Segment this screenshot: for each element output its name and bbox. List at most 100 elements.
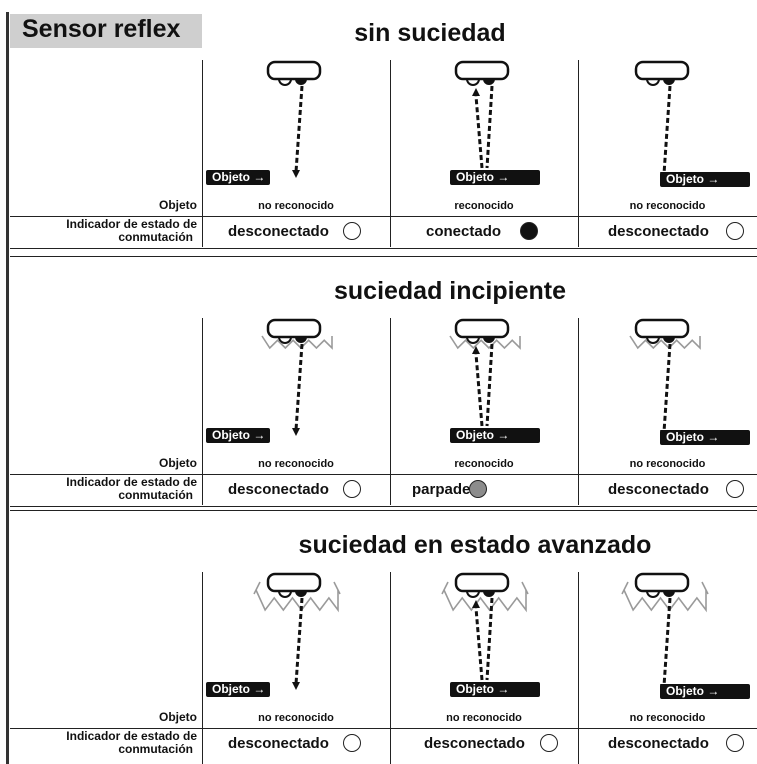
section-title: sin suciedad [354, 19, 506, 47]
column-divider [202, 572, 203, 764]
object-tag: Objeto → [450, 428, 540, 443]
receiver-lens [483, 79, 495, 85]
left-rule [6, 12, 9, 764]
receiver-lens [295, 79, 307, 85]
object-tag: Objeto → [206, 682, 270, 697]
dirt-layer [449, 335, 521, 350]
status-indicator-icon [343, 222, 361, 240]
receiver-lens [295, 591, 307, 597]
section-title: suciedad en estado avanzado [298, 531, 652, 559]
switch-status: parpadea [412, 481, 479, 498]
sensor-housing [454, 60, 510, 81]
object-tag: Objeto → [206, 170, 270, 185]
column-divider [390, 572, 391, 764]
object-state: no reconocido [629, 712, 706, 724]
light-beam [662, 343, 672, 433]
light-beam-out [485, 343, 494, 427]
sensor-icon [621, 572, 709, 613]
beam-arrowhead [472, 600, 480, 608]
switch-status: desconectado [424, 735, 525, 752]
sensor-housing [266, 60, 322, 81]
emitter-lens [278, 590, 292, 598]
status-row-label-line1: Indicador de estado de [66, 475, 197, 489]
switch-status: desconectado [228, 735, 329, 752]
receiver-lens [663, 591, 675, 597]
column-divider [578, 572, 579, 764]
sensor-housing [634, 572, 690, 593]
object-tag: Objeto → [660, 172, 750, 187]
switch-status: desconectado [608, 735, 709, 752]
column-divider [578, 60, 579, 247]
column-divider [390, 318, 391, 505]
light-beam [662, 597, 672, 687]
status-row-label-line1: Indicador de estado de [66, 729, 197, 743]
object-tag: Objeto → [206, 428, 270, 443]
object-row-label: Objeto [159, 710, 197, 724]
light-beam-out [485, 597, 494, 681]
emitter-lens [278, 78, 292, 86]
light-beam-return [474, 95, 484, 169]
beam-arrowhead [292, 682, 300, 690]
sensor-icon [261, 318, 333, 350]
light-beam [294, 85, 304, 173]
status-row-label-line2: conmutación [118, 488, 193, 502]
sensor-housing [266, 572, 322, 593]
sensor-icon [253, 572, 341, 613]
switch-status: desconectado [608, 223, 709, 240]
emitter-lens [466, 78, 480, 86]
object-state: no reconocido [258, 458, 334, 470]
object-tag: Objeto → [660, 684, 750, 699]
column-divider [390, 60, 391, 247]
sensor-housing [634, 318, 690, 339]
object-state: no reconocido [629, 200, 706, 212]
emitter-lens [466, 590, 480, 598]
status-indicator-icon [343, 734, 361, 752]
receiver-lens [483, 591, 495, 597]
receiver-lens [295, 337, 307, 343]
sensor-icon [454, 60, 510, 86]
object-state: no reconocido [258, 712, 334, 724]
beam-arrowhead [292, 428, 300, 436]
sensor-icon [629, 318, 701, 350]
light-beam-return [474, 353, 484, 427]
switch-status: desconectado [228, 223, 329, 240]
object-tag: Objeto → [450, 682, 540, 697]
column-divider [202, 318, 203, 505]
emitter-lens [646, 78, 660, 86]
light-beam [294, 597, 304, 685]
section-title: suciedad incipiente [333, 277, 566, 305]
light-beam [662, 85, 672, 175]
sensor-housing [634, 60, 690, 81]
status-indicator-icon [520, 222, 538, 240]
dirt-edge [621, 581, 709, 595]
emitter-lens [646, 590, 660, 598]
sensor-housing [454, 318, 510, 339]
receiver-lens [663, 79, 675, 85]
switch-status: desconectado [608, 481, 709, 498]
sensor-housing [266, 318, 322, 339]
column-divider [202, 60, 203, 247]
sensor-icon [634, 60, 690, 86]
receiver-lens [663, 337, 675, 343]
beam-arrowhead [292, 170, 300, 178]
dirt-layer [443, 589, 527, 613]
section-separator [10, 256, 757, 257]
status-indicator-icon [726, 480, 744, 498]
section-separator [10, 510, 757, 511]
light-beam-out [485, 85, 494, 169]
emitter-lens [646, 336, 660, 344]
receiver-lens [483, 337, 495, 343]
light-beam-return [474, 607, 484, 681]
status-row-label-line2: conmutación [118, 742, 193, 756]
row-divider-bottom [10, 248, 757, 249]
row-divider [10, 728, 757, 729]
status-indicator-icon [726, 222, 744, 240]
sensor-icon [266, 60, 322, 86]
object-state: no reconocido [446, 712, 522, 724]
sensor-icon [441, 572, 529, 613]
object-row-label: Objeto [159, 198, 197, 212]
status-indicator-icon [343, 480, 361, 498]
dirt-edge [441, 581, 529, 595]
